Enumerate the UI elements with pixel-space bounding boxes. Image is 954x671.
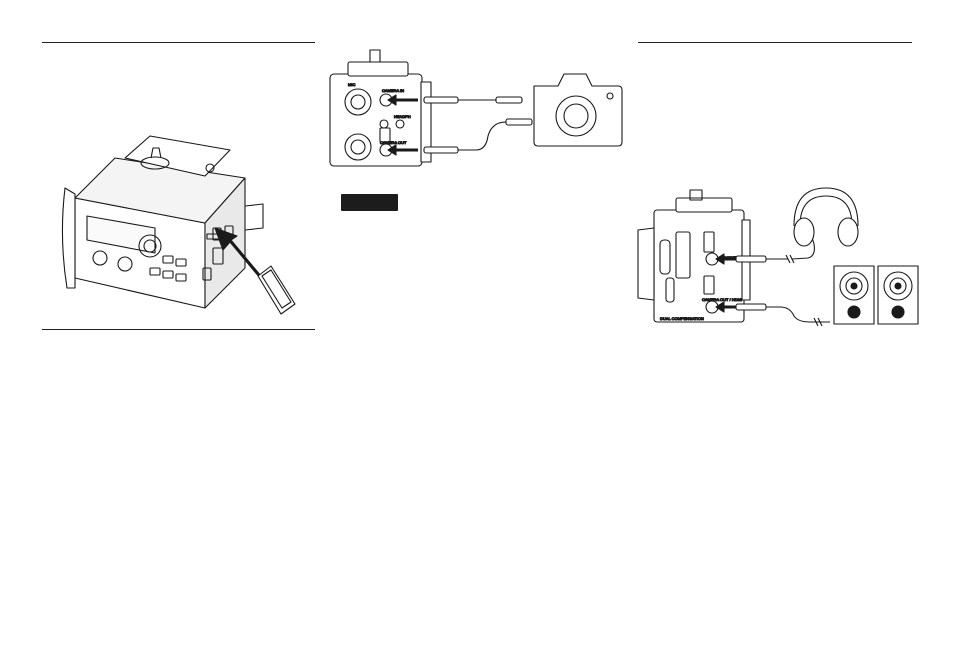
svg-text:CAMERA IN: CAMERA IN: [382, 88, 404, 93]
svg-text:DUAL COMPENSATION: DUAL COMPENSATION: [660, 316, 704, 321]
headphones-speakers-figure: PHONES CAMERA OUT / HDMI DUAL COMPENSATI…: [630, 180, 920, 330]
camera-connection-illustration: MIC CAMERA IN HEADPH CAMERA OUT: [329, 49, 623, 167]
left-section-rule: [42, 329, 315, 330]
camera-connection-figure: MIC CAMERA IN HEADPH CAMERA OUT: [326, 46, 626, 181]
svg-text:MIC: MIC: [348, 82, 355, 87]
headphones-speakers-illustration: PHONES CAMERA OUT / HDMI DUAL COMPENSATI…: [637, 187, 919, 327]
recorder-illustration: [61, 135, 296, 315]
right-top-rule: [638, 42, 912, 43]
svg-text:CAMERA OUT / HDMI: CAMERA OUT / HDMI: [702, 297, 742, 302]
svg-text:HEADPH: HEADPH: [394, 114, 411, 119]
note-badge: [341, 194, 398, 211]
svg-text:CAMERA OUT: CAMERA OUT: [380, 140, 407, 145]
left-top-rule: [42, 42, 315, 43]
sd-card-insertion-figure: [55, 128, 305, 318]
